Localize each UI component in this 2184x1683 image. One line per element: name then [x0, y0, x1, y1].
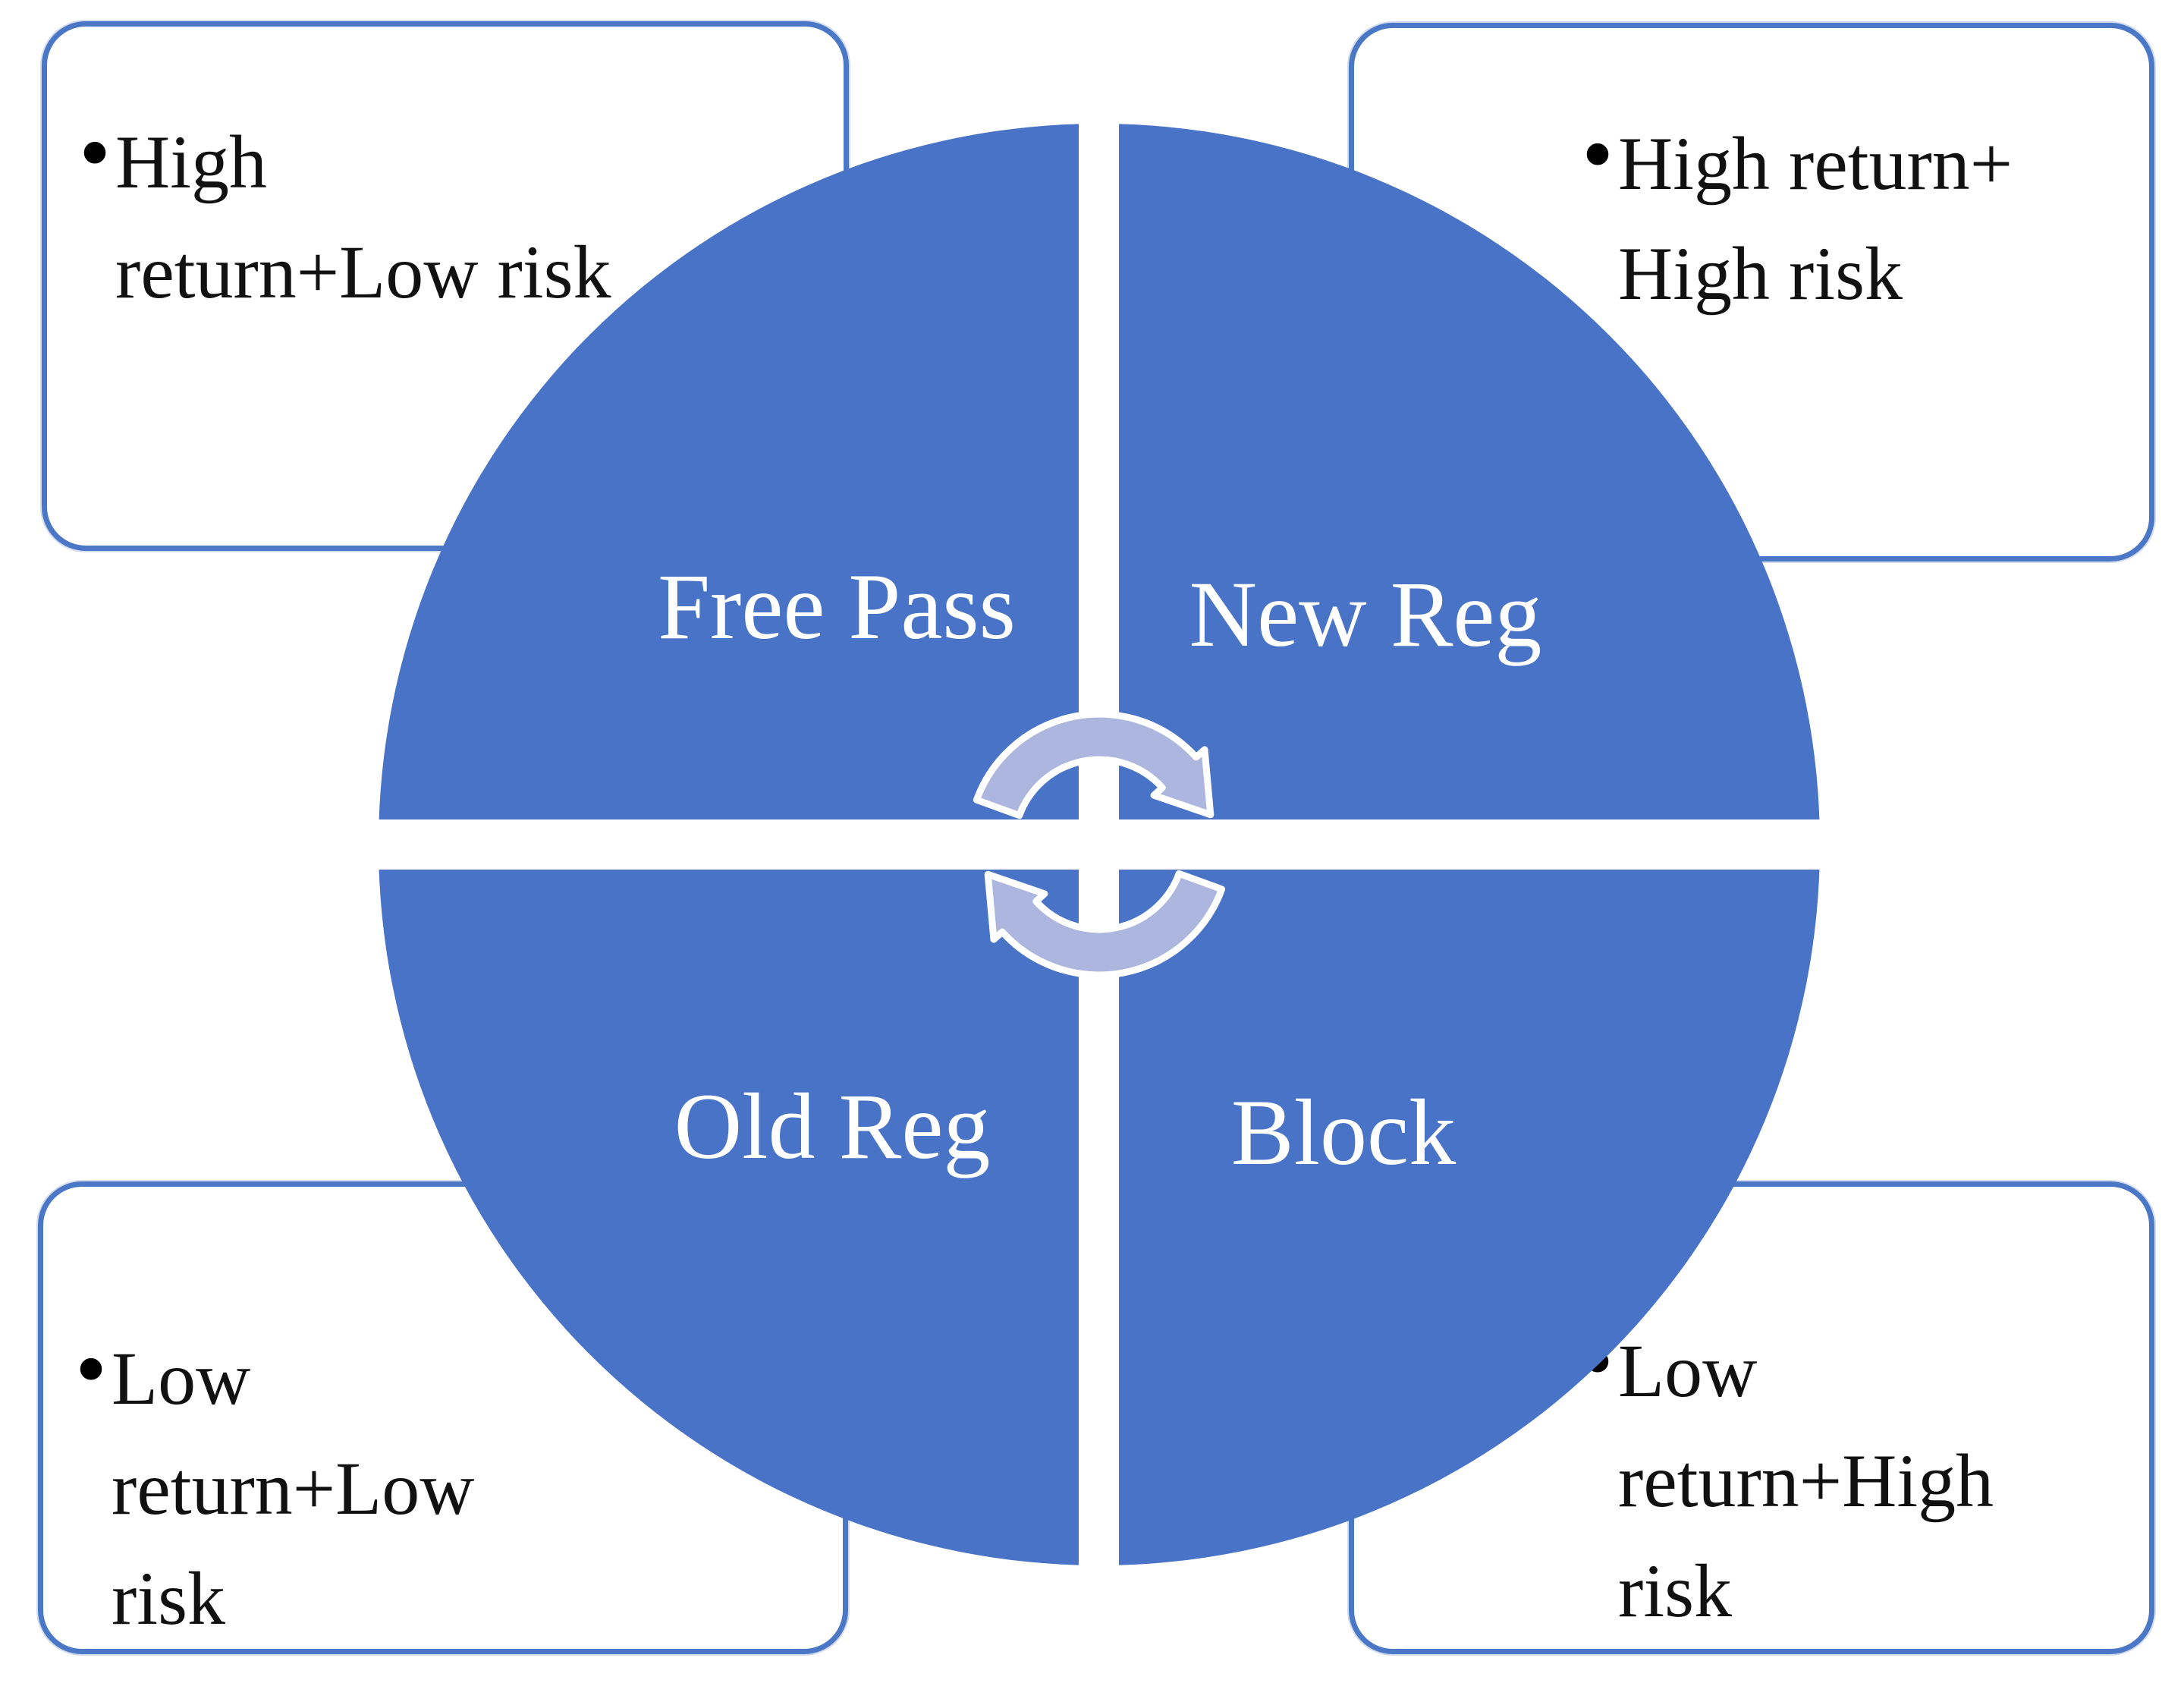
bullet-glyph: •	[1582, 103, 1614, 204]
callout-line: return+High	[1618, 1439, 1994, 1523]
bullet-glyph: •	[79, 102, 112, 203]
callout-line: High	[115, 120, 268, 204]
quadrant-label-new-reg: New Reg	[1189, 562, 1542, 666]
quadrant-label-block: Block	[1230, 1081, 1457, 1184]
callout-text: Low return+Low risk	[112, 1323, 474, 1653]
cycle-arrow-top-icon	[973, 710, 1215, 819]
quadrant-divider-vertical	[1079, 0, 1119, 1683]
cycle-arrows-icon	[973, 710, 1226, 979]
callout-line: Low	[112, 1336, 251, 1420]
callout-line: High risk	[1618, 231, 1903, 316]
callout-line: return+Low	[112, 1446, 475, 1530]
callout-text: High return+ High risk	[1618, 109, 2013, 329]
callout-line: risk	[112, 1556, 226, 1641]
callout-line: risk	[1618, 1549, 1733, 1633]
quadrant-label-free-pass: Free Pass	[658, 555, 1016, 659]
callout-line: High return+	[1618, 121, 2013, 206]
callout-line: return+Low risk	[115, 230, 611, 314]
bullet-glyph: •	[75, 1318, 108, 1419]
callout-line: Low	[1618, 1329, 1758, 1413]
callout-text: Low return+High risk	[1618, 1316, 1994, 1646]
callout-text: High return+Low risk	[115, 107, 611, 327]
cycle-arrow-bottom-icon	[984, 870, 1226, 979]
quadrant-label-old-reg: Old Reg	[674, 1074, 991, 1178]
